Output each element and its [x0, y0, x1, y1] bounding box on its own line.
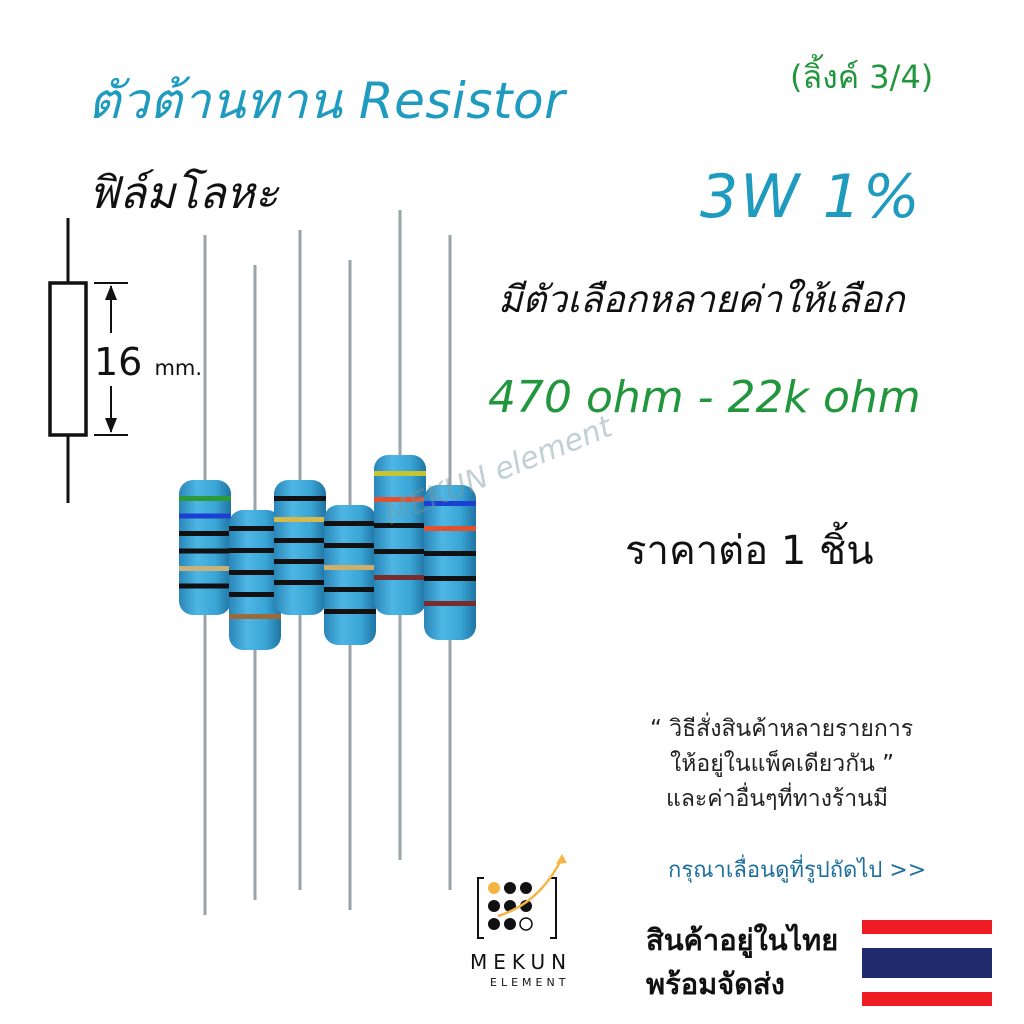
options-note: มีตัวเลือกหลายค่าให้เลือก — [498, 278, 905, 321]
brand-name: MEKUN — [470, 950, 573, 974]
color-band — [374, 523, 426, 528]
color-band — [374, 497, 426, 502]
color-band — [274, 559, 326, 564]
thailand-flag-icon — [862, 920, 992, 1006]
resistors-photo — [179, 210, 476, 915]
color-band — [374, 471, 426, 476]
arrow-down-icon — [105, 418, 117, 433]
arrow-up-icon — [105, 285, 117, 300]
color-band — [324, 521, 376, 526]
color-band — [424, 501, 476, 506]
color-band — [374, 549, 426, 554]
price-unit-note: ราคาต่อ 1 ชิ้น — [625, 528, 874, 574]
mekun-logo-icon — [477, 854, 567, 939]
color-band — [179, 531, 231, 536]
color-band — [179, 548, 231, 554]
color-band — [274, 538, 326, 543]
resistor-body-outline — [48, 281, 88, 437]
color-band — [324, 609, 376, 614]
order-line-1: “ วิธีสั่งสินค้าหลายรายการ — [650, 716, 914, 742]
product-spec: 3W 1% — [700, 162, 922, 232]
color-band — [179, 513, 231, 519]
order-instructions: “ วิธีสั่งสินค้าหลายรายการ ให้อยู่ในแพ็ค… — [650, 712, 913, 817]
value-range: 470 ohm - 22k ohm — [488, 372, 921, 423]
resistor-dimension-diagram — [48, 218, 128, 503]
color-band — [179, 496, 231, 501]
color-band — [424, 526, 476, 531]
shipping-line-1: สินค้าอยู่ในไทย — [646, 923, 839, 957]
color-band — [324, 565, 376, 570]
color-band — [324, 587, 376, 592]
color-band — [274, 517, 326, 522]
color-band — [424, 601, 476, 606]
color-band — [229, 592, 281, 597]
product-title: ตัวต้านทาน Resistor — [88, 72, 566, 130]
order-line-3: และค่าอื่นๆที่ทางร้านมี — [666, 786, 889, 812]
color-band — [229, 548, 281, 553]
color-band — [229, 614, 281, 619]
shipping-line-2: พร้อมจัดส่ง — [646, 967, 785, 1001]
dimension-unit: mm. — [154, 356, 203, 380]
color-band — [424, 551, 476, 556]
link-indicator: (ลิ้งค์ 3/4) — [790, 58, 934, 96]
color-band — [274, 580, 326, 585]
brand-subname: ELEMENT — [490, 976, 570, 989]
color-band — [324, 543, 376, 548]
color-band — [229, 526, 281, 531]
product-subtitle: ฟิล์มโลหะ — [88, 168, 279, 219]
color-band — [424, 576, 476, 581]
color-band — [179, 583, 231, 589]
dimension-value: 16 — [94, 340, 143, 384]
scroll-next-hint: กรุณาเลื่อนดูที่รูปถัดไป >> — [668, 858, 927, 883]
color-band — [179, 566, 231, 571]
order-line-2: ให้อยู่ในแพ็คเดียวกัน ” — [670, 751, 895, 777]
dimension-label: 16 mm. — [94, 340, 202, 384]
shipping-note: สินค้าอยู่ในไทย พร้อมจัดส่ง — [646, 918, 838, 1006]
resistor-body — [374, 455, 426, 615]
color-band — [229, 570, 281, 575]
color-band — [274, 496, 326, 501]
color-band — [374, 575, 426, 580]
